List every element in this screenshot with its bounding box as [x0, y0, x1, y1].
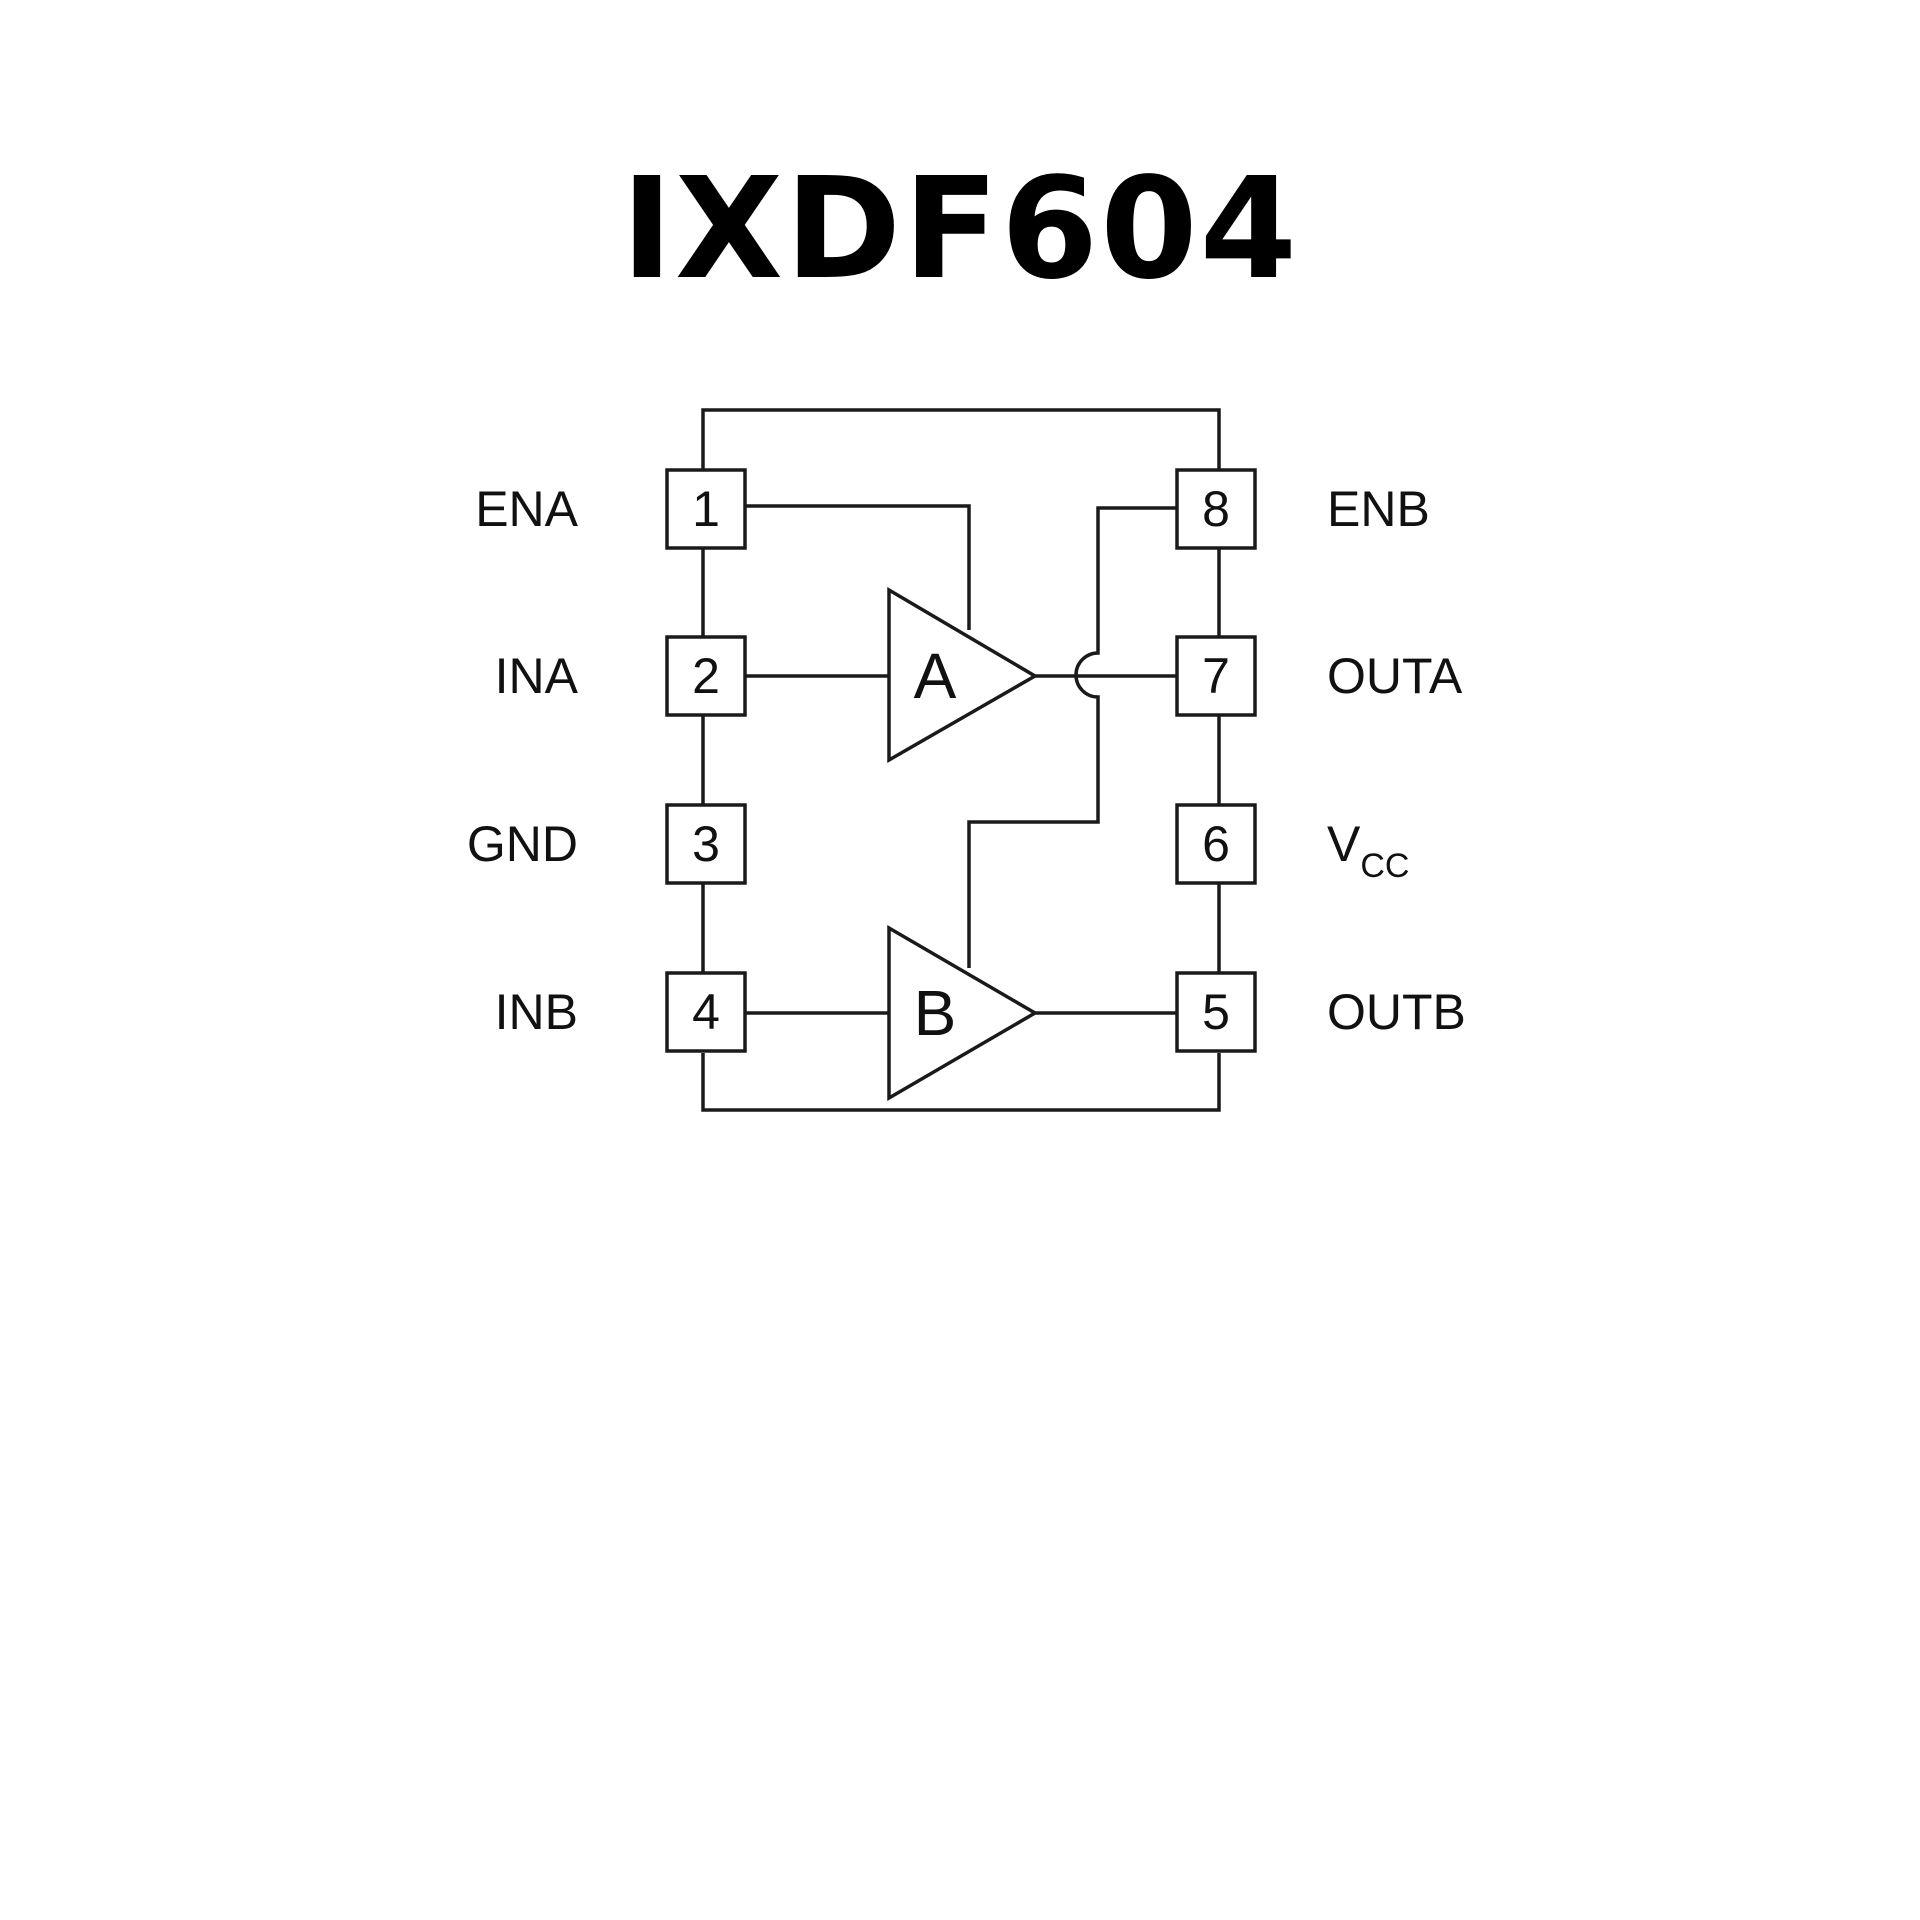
pin-4: 4 INB: [495, 971, 747, 1053]
pin-7-number: 7: [1202, 648, 1230, 704]
pin-3-box: [665, 803, 747, 885]
pin-8-box: [1175, 468, 1257, 550]
pin-4-box: [665, 971, 747, 1053]
pin-4-name: INB: [495, 984, 578, 1040]
wire-enb-to-driver-b: [967, 506, 1177, 968]
pin-6-box: [1175, 803, 1257, 885]
pin-8: 8 ENB: [1175, 468, 1430, 550]
chip-title: IXDF604: [620, 148, 1300, 311]
pin-5-box: [1175, 971, 1257, 1053]
pin-2-name: INA: [495, 648, 579, 704]
pin-7-name: OUTA: [1327, 648, 1463, 704]
pin-8-number: 8: [1202, 481, 1230, 537]
pin-8-name: ENB: [1327, 481, 1430, 537]
outline-bottom: [701, 1053, 1221, 1112]
driver-b-triangle: [887, 924, 1039, 1102]
pin-6-name-main: V: [1327, 816, 1361, 872]
pin-6-name-subscript: CC: [1360, 847, 1409, 885]
wire-ena-to-driver-a: [745, 504, 971, 630]
pin-2-box: [665, 635, 747, 717]
pin-5-name: OUTB: [1327, 984, 1466, 1040]
pin-1-box: [665, 468, 747, 550]
driver-b-label: B: [914, 977, 957, 1049]
pin-1-name: ENA: [475, 481, 578, 537]
pin-4-number: 4: [692, 984, 720, 1040]
pin-7-box: [1175, 635, 1257, 717]
pin-3-number: 3: [692, 816, 720, 872]
pin-7: 7 OUTA: [1175, 635, 1463, 717]
package-outline: [701, 408, 1221, 1112]
pin-3-name: GND: [467, 816, 578, 872]
pin-5: 5 OUTB: [1175, 971, 1466, 1053]
pin-1: 1 ENA: [475, 468, 747, 550]
pin-3: 3 GND: [467, 803, 747, 885]
outline-top: [701, 408, 1221, 470]
pin-2-number: 2: [692, 648, 720, 704]
pin-6-number: 6: [1202, 816, 1230, 872]
pin-5-number: 5: [1202, 984, 1230, 1040]
driver-a-label: A: [914, 640, 957, 712]
pin-1-number: 1: [692, 481, 720, 537]
pin-2: 2 INA: [495, 635, 747, 717]
pin-6: 6 VCC: [1175, 803, 1409, 885]
driver-a-triangle: [887, 586, 1039, 764]
internal-wiring: [745, 504, 1177, 1015]
driver-b: B: [887, 924, 1039, 1102]
driver-a: A: [887, 586, 1039, 764]
pin-6-name: VCC: [1327, 816, 1409, 885]
